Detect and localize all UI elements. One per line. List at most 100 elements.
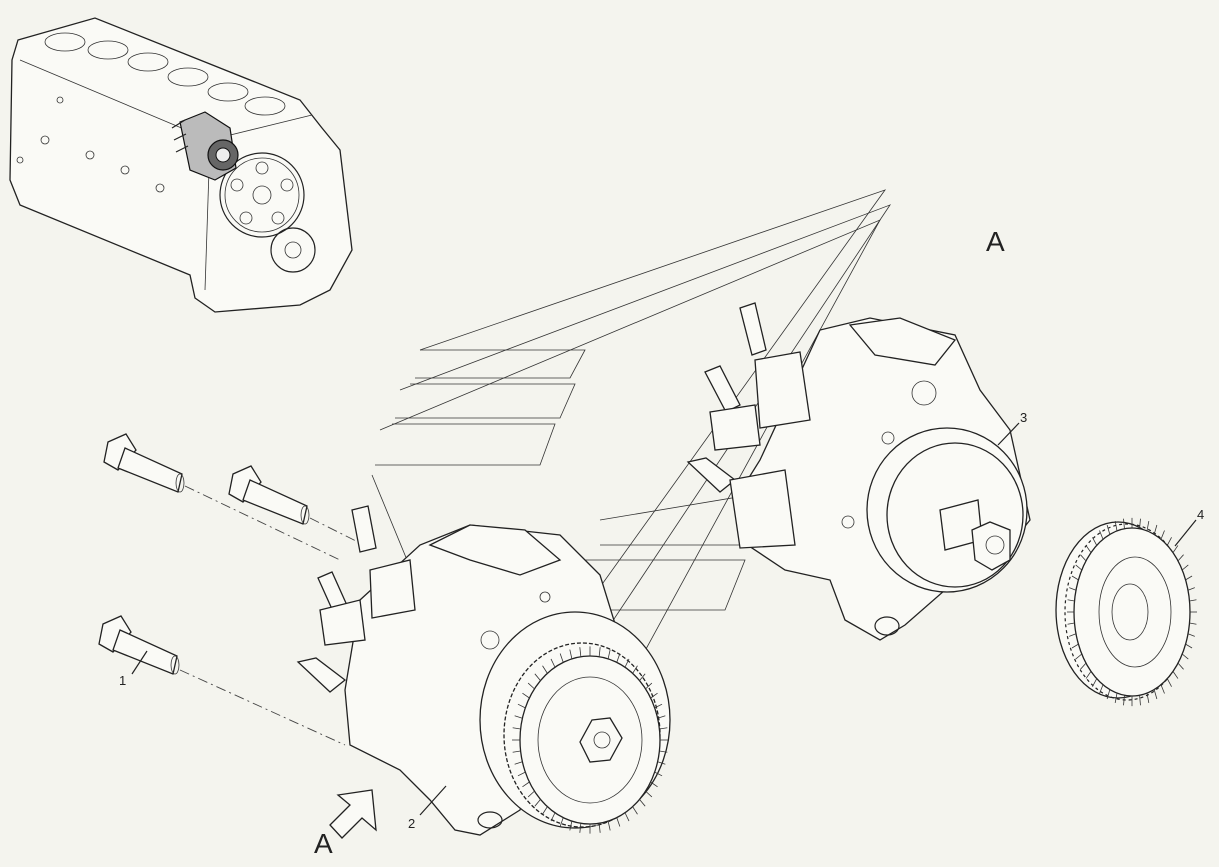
gear-tooth (1092, 678, 1098, 687)
gear-tooth (1189, 622, 1197, 625)
gear-tooth (1146, 693, 1150, 704)
gear-tooth (1189, 599, 1197, 602)
gear-tooth (632, 665, 638, 674)
gear-tooth (512, 727, 521, 730)
gear-tooth (1071, 643, 1079, 649)
gear-tooth (534, 799, 541, 807)
gear-tooth (550, 812, 556, 822)
gear-tooth (657, 715, 666, 719)
gear-tooth (645, 790, 653, 798)
gear-tooth (1153, 524, 1158, 535)
gear-tooth (1106, 689, 1111, 700)
gear-tooth (534, 673, 541, 681)
gear-tooth (1075, 564, 1083, 571)
gear-tooth (1185, 643, 1193, 649)
highlighted-pump-thumbnail (171, 111, 239, 181)
gear-tooth (624, 812, 630, 822)
gear-tooth (512, 750, 521, 753)
gear-tooth (1080, 662, 1087, 670)
gear-tooth (616, 817, 621, 827)
gear-tooth (607, 649, 611, 659)
gear-tooth (579, 647, 582, 657)
gear-tooth (1123, 518, 1125, 529)
gear-tooth (639, 673, 646, 681)
gear-tooth (1123, 695, 1125, 706)
gear-tooth (1069, 633, 1077, 637)
injection-pump (686, 302, 1031, 641)
gear-tooth (598, 647, 601, 657)
gear-tooth (1099, 530, 1104, 540)
gear-tooth (654, 703, 663, 709)
gear-tooth (639, 799, 646, 807)
callout-3: 3 (1020, 410, 1027, 425)
view-label-bottom: A (314, 828, 333, 859)
gear-tooth (1092, 537, 1098, 546)
gear-tooth (550, 658, 556, 668)
view-label-top: A (986, 226, 1005, 257)
gear-tooth (1114, 693, 1118, 704)
gear-tooth (598, 823, 601, 833)
block-holes (16, 96, 165, 193)
gear-tooth (657, 761, 666, 765)
gear-tooth (645, 682, 653, 690)
gear-tooth (607, 821, 611, 831)
callout-2: 2 (408, 816, 415, 831)
gear-tooth (559, 817, 564, 827)
gear-tooth (579, 823, 582, 833)
gear-tooth (1139, 695, 1141, 706)
engine-block-locator (9, 17, 353, 313)
gear-tooth (1185, 575, 1193, 581)
gear-tooth (1067, 622, 1075, 625)
gear-tooth (1177, 662, 1184, 670)
gear-tooth (632, 806, 638, 815)
gear-tooth (527, 682, 535, 690)
gear-tooth (517, 703, 526, 709)
gear-tooth (569, 649, 573, 659)
gear-tooth (542, 806, 548, 815)
gear-tooth (1166, 678, 1172, 687)
gear-tooth (559, 653, 564, 663)
gear-tooth (1177, 554, 1184, 562)
gear-tooth (1080, 554, 1087, 562)
gear-tooth (1071, 575, 1079, 581)
bolt-lower (98, 615, 180, 675)
gear-tooth (1181, 653, 1189, 660)
leader-lines (131, 422, 1197, 816)
gear-tooth (624, 658, 630, 668)
gear-tooth (1067, 599, 1075, 602)
gear-tooth (1146, 520, 1150, 531)
timing-gear (219, 152, 316, 273)
gear-tooth (1172, 545, 1179, 553)
gear-tooth (1187, 633, 1195, 637)
callout-4: 4 (1197, 507, 1204, 522)
gear-tooth (517, 771, 526, 777)
gear-tooth (616, 653, 621, 663)
gear-tooth (522, 692, 530, 699)
gear-tooth (1166, 537, 1172, 546)
gear-tooth (650, 781, 658, 788)
view-arrow (329, 789, 377, 839)
injection-pump-with-gear (296, 505, 671, 836)
gear-tooth (659, 750, 668, 753)
bolt-upper-left (103, 433, 185, 493)
gear-tooth (514, 761, 523, 765)
gear-tooth (1114, 520, 1118, 531)
gear-tooth (1075, 653, 1083, 660)
callout-1: 1 (119, 673, 126, 688)
gear-tooth (1160, 530, 1165, 540)
gear-tooth (1172, 671, 1179, 679)
gear-tooth (569, 821, 573, 831)
gear-tooth (1106, 524, 1111, 535)
gear-tooth (1085, 545, 1092, 553)
gear-tooth (542, 665, 548, 674)
bolt-upper-right (228, 465, 310, 525)
gear-tooth (1181, 564, 1189, 571)
gear-tooth (1099, 684, 1104, 694)
gear-tooth (650, 692, 658, 699)
gear-tooth (522, 781, 530, 788)
cylinder-bores (44, 32, 286, 116)
gear-tooth (1085, 671, 1092, 679)
gear-tooth (1139, 518, 1141, 529)
gear-tooth (527, 790, 535, 798)
